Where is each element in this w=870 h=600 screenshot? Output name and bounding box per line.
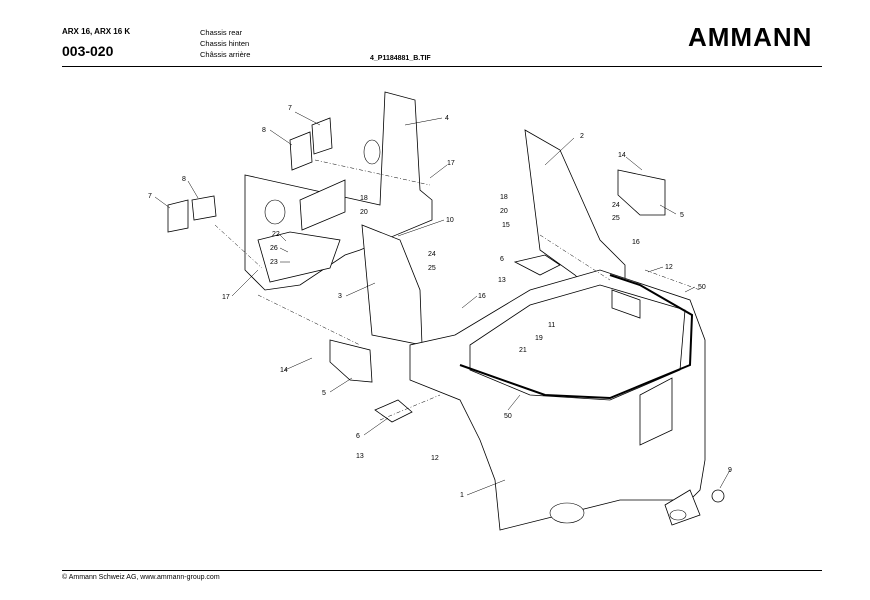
plate-7-upper xyxy=(311,117,333,155)
callout-5-right: 5 xyxy=(680,212,684,219)
ammann-logo: AMMANN xyxy=(688,22,813,52)
footer-rule xyxy=(62,570,822,571)
title-de: Chassis hinten xyxy=(200,39,250,48)
callout-26: 26 xyxy=(270,245,278,252)
nut-9 xyxy=(711,489,725,503)
callout-50-right: 50 xyxy=(698,284,706,291)
plate-8-left xyxy=(191,195,217,221)
callout-20-left: 20 xyxy=(360,209,368,216)
callout-9: 9 xyxy=(728,467,732,474)
callout-15: 15 xyxy=(502,222,510,229)
leader-lines xyxy=(154,111,731,496)
part-6-left xyxy=(374,399,413,423)
callout-4: 4 xyxy=(445,115,449,122)
plate-8-upper xyxy=(289,131,313,171)
callout-2: 2 xyxy=(580,133,584,140)
callout-24-right: 24 xyxy=(612,202,620,209)
callout-50-left: 50 xyxy=(504,413,512,420)
callout-13-right: 13 xyxy=(498,277,506,284)
left-bracket xyxy=(244,91,433,291)
callout-6-right: 6 xyxy=(500,256,504,263)
part-6-right xyxy=(513,254,561,276)
callout-1: 1 xyxy=(460,492,464,499)
callout-19: 19 xyxy=(535,335,543,342)
file-name: 4_P1184881_B.TIF xyxy=(370,55,431,62)
cable-harness xyxy=(459,274,694,400)
callout-12-right: 12 xyxy=(665,264,673,271)
callout-12-left: 12 xyxy=(431,455,439,462)
callout-22: 22 xyxy=(272,231,280,238)
callout-17-upper: 17 xyxy=(447,160,455,167)
callout-6-left: 6 xyxy=(356,433,360,440)
callout-20-right: 20 xyxy=(500,208,508,215)
callout-8-upper: 8 xyxy=(262,127,266,134)
plate-3 xyxy=(361,224,423,346)
callout-8-left: 8 xyxy=(182,176,186,183)
callout-3: 3 xyxy=(338,293,342,300)
callout-14-left: 14 xyxy=(280,367,288,374)
callout-17-left: 17 xyxy=(222,294,230,301)
copyright: © Ammann Schweiz AG, www.ammann-group.co… xyxy=(62,574,220,581)
title-block: Chassis rear Chassis hinten Châssis arri… xyxy=(200,27,250,60)
header-rule xyxy=(62,66,822,67)
callout-24-mid: 24 xyxy=(428,251,436,258)
callout-13-left: 13 xyxy=(356,453,364,460)
callout-16-right: 16 xyxy=(632,239,640,246)
bracket-5-left xyxy=(329,339,373,383)
callout-11: 11 xyxy=(548,322,555,329)
callout-18-right: 18 xyxy=(500,194,508,201)
callout-25-mid: 25 xyxy=(428,265,436,272)
title-fr: Châssis arrière xyxy=(200,50,251,59)
callout-7-upper: 7 xyxy=(288,105,292,112)
callout-labels: 7 8 4 17 7 8 2 14 5 22 26 23 18 20 10 17… xyxy=(148,105,732,499)
callout-23: 23 xyxy=(270,259,278,266)
callout-5-left: 5 xyxy=(322,390,326,397)
callout-7-left: 7 xyxy=(148,193,152,200)
callout-10: 10 xyxy=(446,217,454,224)
callout-18-left: 18 xyxy=(360,195,368,202)
title-en: Chassis rear xyxy=(200,28,243,37)
callout-16-mid: 16 xyxy=(478,293,486,300)
bracket-5-right xyxy=(617,169,666,216)
model-label: ARX 16, ARX 16 K xyxy=(62,27,131,36)
page-code: 003-020 xyxy=(62,43,114,59)
plate-7-left xyxy=(167,199,189,233)
callout-25-right: 25 xyxy=(612,215,620,222)
callout-21: 21 xyxy=(519,347,527,354)
main-chassis xyxy=(409,269,706,531)
callout-14-right: 14 xyxy=(618,152,626,159)
